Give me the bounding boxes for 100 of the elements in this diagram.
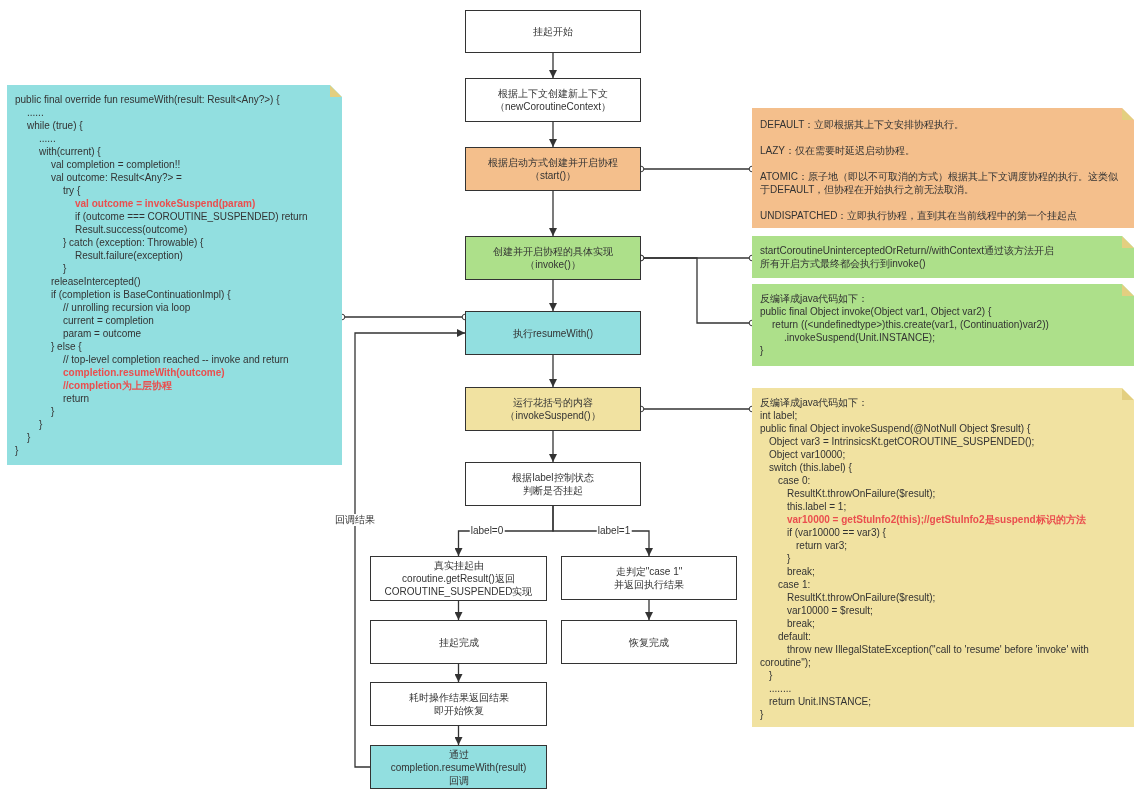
code-line: } xyxy=(768,669,774,682)
edge-label: 回调结果 xyxy=(334,514,376,526)
code-line: } xyxy=(15,444,20,457)
box-text: （start()） xyxy=(529,169,577,182)
box-text: 即开始恢复 xyxy=(433,704,484,717)
arrow xyxy=(549,279,557,312)
box-text: 真实挂起由 xyxy=(433,559,484,572)
box-text: 挂起开始 xyxy=(533,25,573,38)
box-text: 运行花括号的内容 xyxy=(513,396,593,409)
code-line: } xyxy=(62,262,68,275)
code-line: Object var3 = IntrinsicsKt.getCOROUTINE_SUSPENDED(); xyxy=(768,435,1036,448)
code-line: int label; xyxy=(760,409,799,422)
arrow xyxy=(549,52,557,79)
code-line: ........ xyxy=(768,682,793,695)
code-line: throw new IllegalStateException("call to 'resume' before 'invoke' with coroutine"); xyxy=(760,643,1090,669)
code-line: with(current) { xyxy=(38,145,102,158)
code-line: ResultKt.throwOnFailure($result); xyxy=(786,487,937,500)
process-box xyxy=(465,387,641,431)
box-text: 恢复完成 xyxy=(629,635,669,649)
code-line: val outcome: Result<Any?> = xyxy=(50,171,183,184)
code-line: this.label = 1; xyxy=(786,500,848,513)
process-box xyxy=(561,556,737,600)
code-line: return Unit.INSTANCE; xyxy=(768,695,873,708)
box-text: 耗时操作结果返回结果 xyxy=(408,691,509,704)
code-line: } xyxy=(38,418,44,431)
box-text: 执行resumeWith() xyxy=(513,326,593,340)
code-line: case 0: xyxy=(777,474,812,487)
code-line: Result.failure(exception) xyxy=(74,249,184,262)
code-line: var10000 = getStuInfo2(this);//getStuInfo2是suspend标识的方法 xyxy=(786,513,1087,526)
box-text: COROUTINE_SUSPENDED实现 xyxy=(384,585,533,598)
arrow xyxy=(549,430,557,463)
note-text: ATOMIC：原子地（即以不可取消的方式）根据其上下文调度协程的执行。这类似于DEFAULT，但协程在开始执行之前无法取消。 xyxy=(760,170,1119,196)
code-line: .invokeSuspend(Unit.INSTANCE); xyxy=(783,331,936,344)
process-box xyxy=(370,556,547,601)
process-box xyxy=(465,78,641,122)
edge-label: label=0 xyxy=(469,525,505,537)
code-line: Object var10000; xyxy=(768,448,847,461)
box-text: 并返回执行结果 xyxy=(614,578,684,591)
arrow xyxy=(549,121,557,148)
arrow xyxy=(549,354,557,388)
code-line: ...... xyxy=(38,132,57,145)
box-text: 回调 xyxy=(448,773,469,787)
note-text: LAZY：仅在需要时延迟启动协程。 xyxy=(760,144,916,157)
process-box xyxy=(370,745,547,789)
code-line: val completion = completion!! xyxy=(50,158,182,171)
code-line: var10000 = $result; xyxy=(786,604,874,617)
box-text: completion.resumeWith(result) xyxy=(390,760,527,774)
note-card xyxy=(752,108,1134,228)
code-line: if (outcome === COROUTINE_SUSPENDED) return xyxy=(74,210,309,223)
process-box xyxy=(370,620,547,664)
code-line: } xyxy=(760,344,765,357)
process-box xyxy=(370,682,547,726)
note-card xyxy=(752,388,1134,727)
code-line: return xyxy=(62,392,91,405)
box-text: （invokeSuspend()） xyxy=(505,409,601,422)
code-line: return ((<undefinedtype>)this.create(var1, (Continuation)var2)) xyxy=(771,318,1050,331)
box-text: （invoke()） xyxy=(525,258,581,271)
code-line: ...... xyxy=(26,106,45,119)
code-line: releaseIntercepted() xyxy=(50,275,142,288)
code-line: //completion为上层协程 xyxy=(62,379,173,392)
note-card xyxy=(752,284,1134,366)
arrow xyxy=(454,600,463,621)
code-line: break; xyxy=(786,565,816,578)
code-line: val outcome = invokeSuspend(param) xyxy=(74,197,257,210)
code-line: 反编译成java代码如下： xyxy=(760,396,870,409)
code-line: break; xyxy=(786,617,816,630)
code-line: public final Object invoke(Object var1, Object var2) { xyxy=(760,305,993,318)
code-line: switch (this.label) { xyxy=(768,461,853,474)
code-line: while (true) { xyxy=(26,119,84,132)
box-text: 根据label控制状态 xyxy=(512,471,594,484)
code-line: } catch (exception: Throwable) { xyxy=(62,236,205,249)
code-line: current = completion xyxy=(62,314,155,327)
process-box xyxy=(465,147,641,191)
code-line: } else { xyxy=(50,340,83,353)
process-box xyxy=(561,620,737,664)
code-line: } xyxy=(50,405,56,418)
box-text: 挂起完成 xyxy=(438,635,479,649)
box-text: 判断是否挂起 xyxy=(523,484,583,497)
code-line: if (completion is BaseContinuationImpl) { xyxy=(50,288,232,301)
box-text: 根据上下文创建新上下文 xyxy=(498,87,608,100)
note-text: UNDISPATCHED：立即执行协程，直到其在当前线程中的第一个挂起点 xyxy=(760,209,1079,222)
note-card xyxy=(752,236,1134,278)
box-text: coroutine.getResult()返回 xyxy=(402,572,515,585)
arrow xyxy=(454,663,463,683)
code-line: try { xyxy=(62,184,82,197)
note-text: DEFAULT：立即根据其上下文安排协程执行。 xyxy=(760,118,966,131)
code-line: return var3; xyxy=(795,539,849,552)
code-line: completion.resumeWith(outcome) xyxy=(62,366,226,379)
arrow xyxy=(549,190,557,237)
box-text: 通过 xyxy=(448,747,469,761)
code-line: case 1: xyxy=(777,578,812,591)
process-box xyxy=(465,311,641,355)
code-line: // unrolling recursion via loop xyxy=(62,301,192,314)
box-text: 创建并开启协程的具体实现 xyxy=(493,245,613,258)
box-text: 走判定"case 1" xyxy=(615,565,683,578)
process-box xyxy=(465,462,641,506)
code-line: public final override fun resumeWith(result: Result<Any?>) { xyxy=(15,93,281,106)
arrow xyxy=(454,725,463,746)
code-line: } xyxy=(786,552,792,565)
process-box xyxy=(465,236,641,280)
